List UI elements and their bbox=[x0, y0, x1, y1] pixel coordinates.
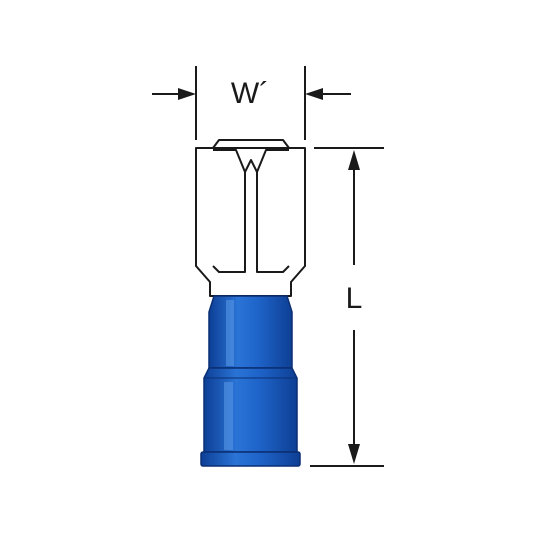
insulation-neck bbox=[208, 295, 293, 369]
metal-receptacle bbox=[195, 139, 306, 297]
insulation-flange bbox=[200, 451, 301, 467]
width-label: W´ bbox=[231, 77, 269, 110]
receptacle-body-outline bbox=[195, 147, 306, 297]
length-arrowhead-top bbox=[348, 150, 360, 170]
receptacle-top-lip bbox=[212, 139, 290, 149]
length-label: L bbox=[346, 282, 363, 315]
insulation-sleeve bbox=[200, 295, 301, 467]
width-dimension bbox=[152, 66, 351, 140]
insulation-barrel bbox=[203, 367, 298, 453]
receptacle-center-slot bbox=[244, 159, 258, 173]
receptacle-right-curl bbox=[256, 149, 290, 273]
insulation-highlight-lower bbox=[224, 382, 233, 450]
width-arrowhead-left bbox=[178, 88, 196, 100]
width-arrowhead-right bbox=[305, 88, 323, 100]
length-dimension bbox=[310, 147, 384, 467]
length-arrowhead-bottom bbox=[348, 444, 360, 464]
insulation-highlight-upper bbox=[226, 300, 234, 366]
receptacle-left-curl bbox=[212, 149, 246, 273]
